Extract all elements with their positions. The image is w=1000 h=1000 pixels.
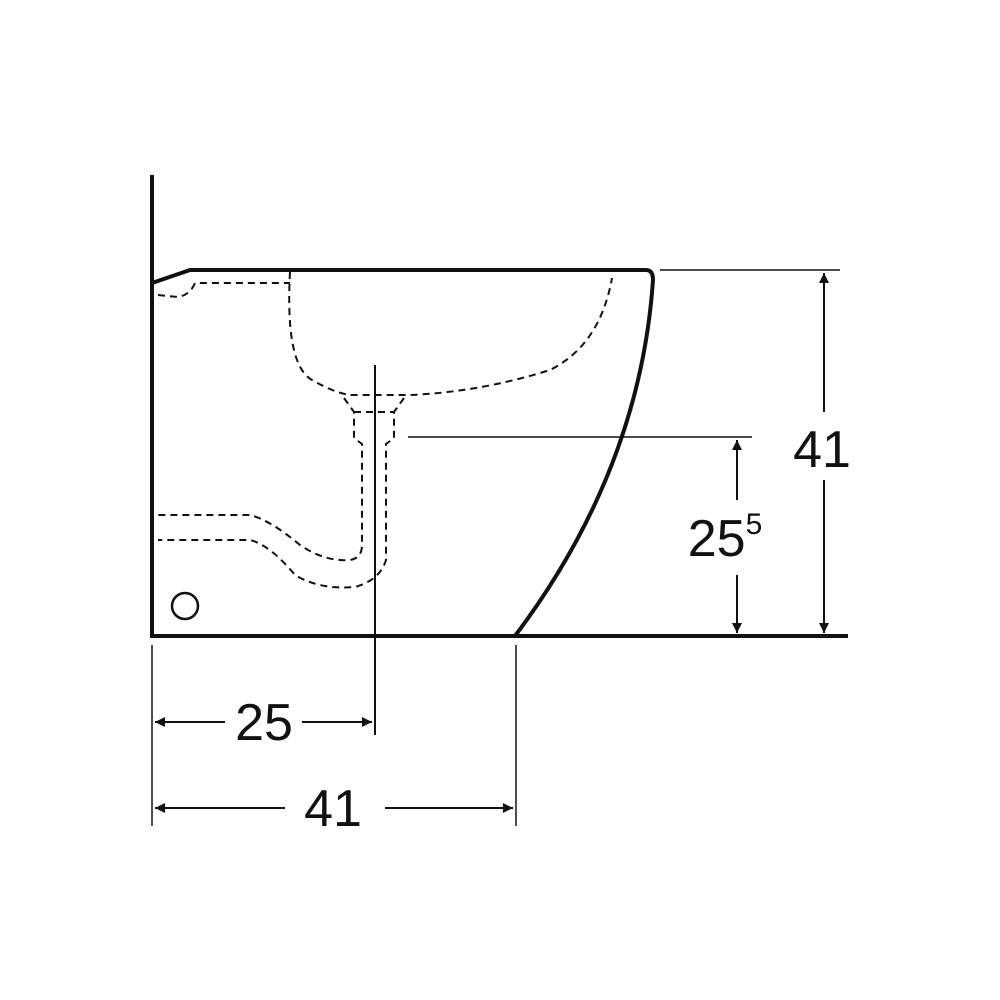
- hidden-internal-lines: [157, 271, 613, 589]
- outlet-distance-dimension-label: 25: [235, 694, 293, 752]
- depth-dimension-label: 41: [304, 780, 362, 838]
- bidet-body-outline: [151, 268, 655, 638]
- fixing-hole: [170, 591, 200, 621]
- outlet-height-dimension-label: 255: [688, 508, 763, 568]
- height-dimension-label: 41: [793, 421, 851, 479]
